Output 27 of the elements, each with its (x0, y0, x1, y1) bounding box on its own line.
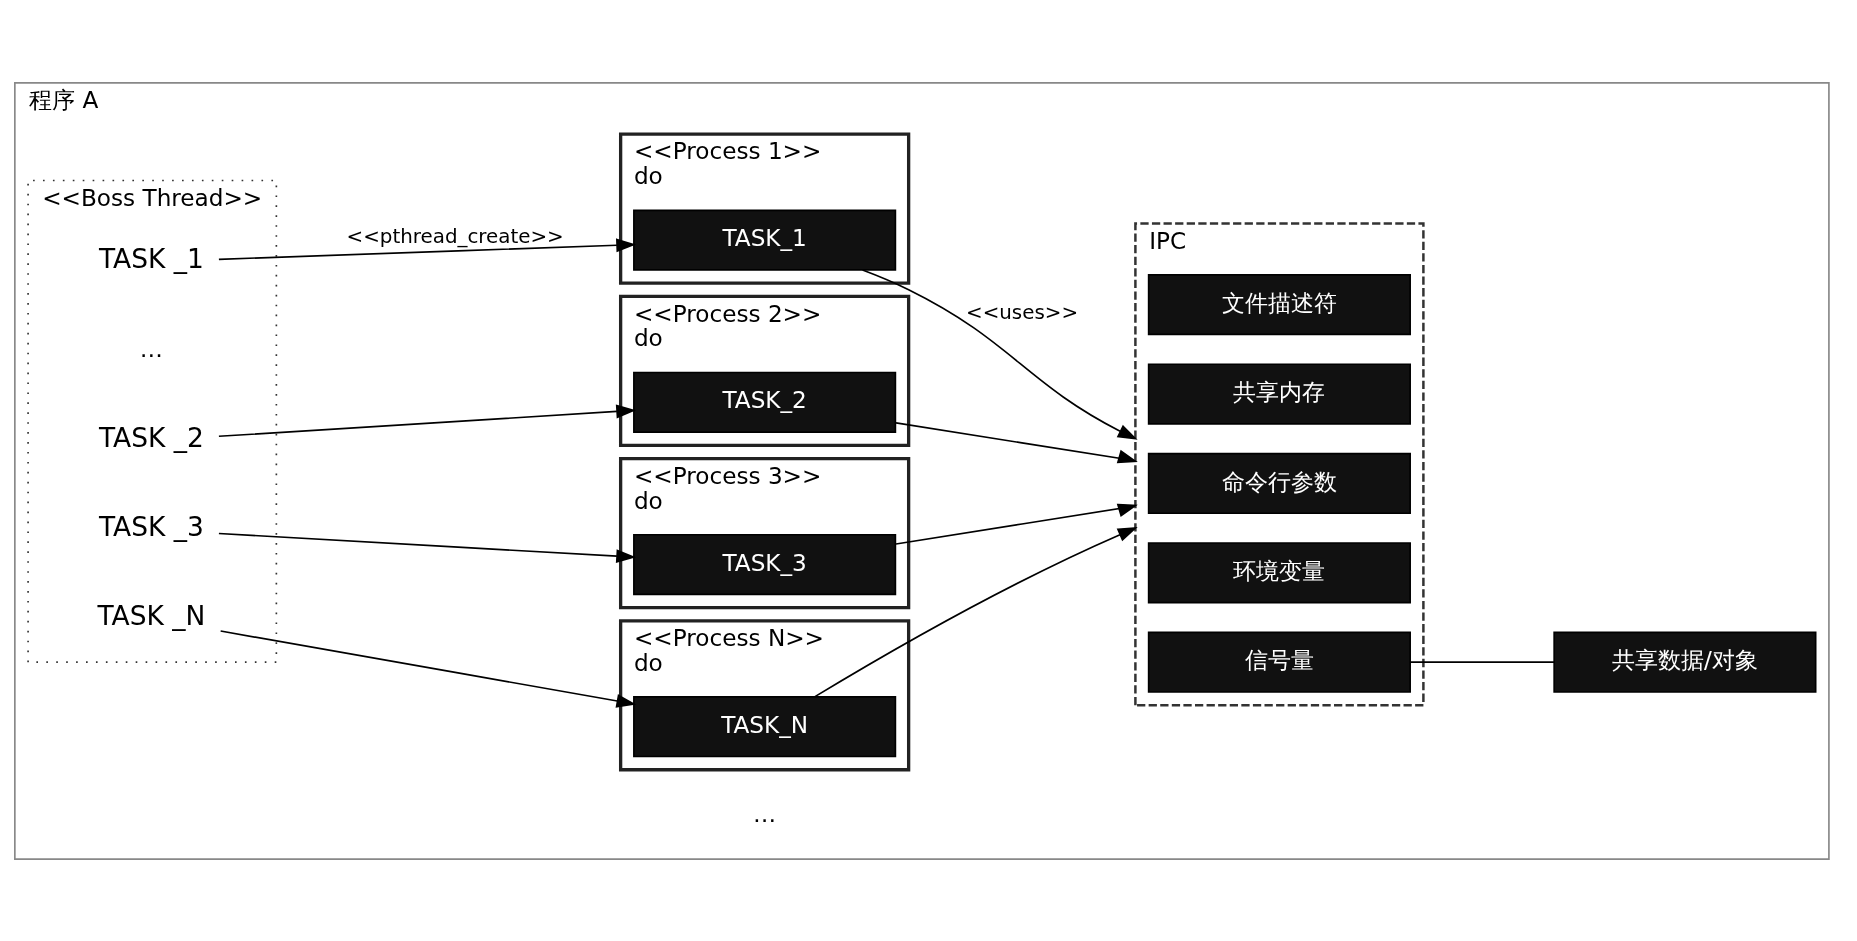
node-box: 共享数据/对象 (1553, 631, 1817, 693)
node-box: 命令行参数 (1147, 452, 1411, 514)
arrow (814, 526, 1138, 697)
node-box: TASK_3 (633, 533, 897, 595)
arrow (219, 629, 637, 708)
node-text: TASK _3 (98, 510, 204, 542)
edge-label: <<uses>> (965, 300, 1079, 324)
arrow (218, 237, 637, 260)
label: … (753, 799, 777, 827)
node-box: 文件描述符 (1147, 273, 1411, 335)
node-text: TASK _1 (98, 242, 204, 274)
node-box: TASK_1 (633, 209, 897, 271)
label: … (139, 334, 163, 362)
node-box: 环境变量 (1147, 541, 1411, 603)
edge-label: <<pthread_create>> (346, 224, 564, 248)
arrow (218, 532, 637, 563)
node-box: 信号量 (1147, 631, 1411, 693)
node-box: TASK_2 (633, 371, 897, 433)
node-text: TASK _N (97, 599, 206, 631)
node-box: 共享内存 (1147, 362, 1411, 425)
node-box: TASK_N (633, 695, 897, 757)
node-text: TASK _2 (98, 421, 204, 453)
arrow (895, 421, 1138, 463)
arrow (861, 268, 1138, 440)
arrow (895, 503, 1138, 545)
arrow (218, 404, 637, 437)
connector (1409, 660, 1555, 663)
